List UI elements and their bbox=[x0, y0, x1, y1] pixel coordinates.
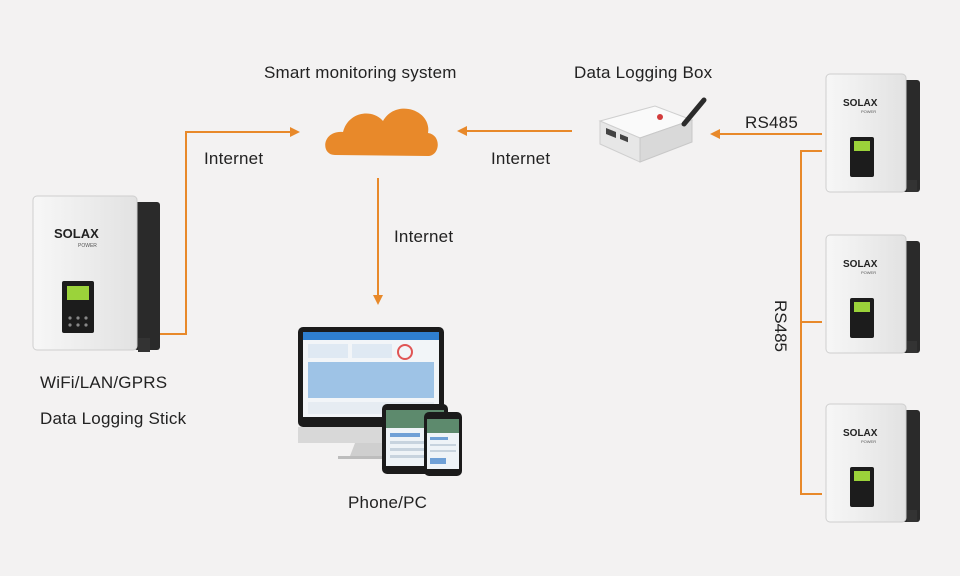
stick-label-line2: Data Logging Stick bbox=[40, 409, 187, 428]
rs485-label-vertical: RS485 bbox=[770, 300, 790, 352]
inverter-right-1: SOLAX POWER bbox=[825, 73, 920, 193]
stick-label-line1: WiFi/LAN/GPRS bbox=[40, 373, 168, 392]
connector-lines bbox=[160, 126, 822, 495]
internet-label-left: Internet bbox=[204, 149, 264, 168]
devices-label: Phone/PC bbox=[348, 493, 428, 512]
monitor-icon bbox=[298, 327, 444, 459]
cloud-label: Smart monitoring system bbox=[264, 63, 457, 82]
antenna-icon bbox=[681, 97, 707, 127]
phone-icon bbox=[424, 412, 462, 476]
data-logging-box bbox=[598, 97, 707, 163]
inverter-right-3: SOLAX POWER bbox=[825, 403, 920, 523]
svg-text:POWER: POWER bbox=[861, 109, 876, 114]
svg-text:POWER: POWER bbox=[861, 270, 876, 275]
svg-text:SOLAX: SOLAX bbox=[843, 98, 878, 109]
stick-to-cloud-line bbox=[160, 127, 300, 335]
cloud-icon bbox=[325, 108, 438, 156]
svg-text:SOLAX: SOLAX bbox=[843, 428, 878, 439]
rs485-label-top: RS485 bbox=[745, 113, 798, 132]
svg-text:POWER: POWER bbox=[78, 243, 97, 249]
internet-label-down: Internet bbox=[394, 227, 454, 246]
inverter-left: SOLAX POWER bbox=[32, 195, 160, 352]
rs485-bus-line bbox=[800, 150, 822, 495]
inverter-left-logo: SOLAX bbox=[54, 226, 99, 241]
devices-illustration bbox=[298, 327, 462, 476]
internet-label-middle: Internet bbox=[491, 149, 551, 168]
svg-text:POWER: POWER bbox=[861, 439, 876, 444]
inverter-right-2: SOLAX POWER bbox=[825, 234, 920, 354]
svg-text:SOLAX: SOLAX bbox=[843, 259, 878, 270]
logging-box-label: Data Logging Box bbox=[574, 63, 713, 82]
